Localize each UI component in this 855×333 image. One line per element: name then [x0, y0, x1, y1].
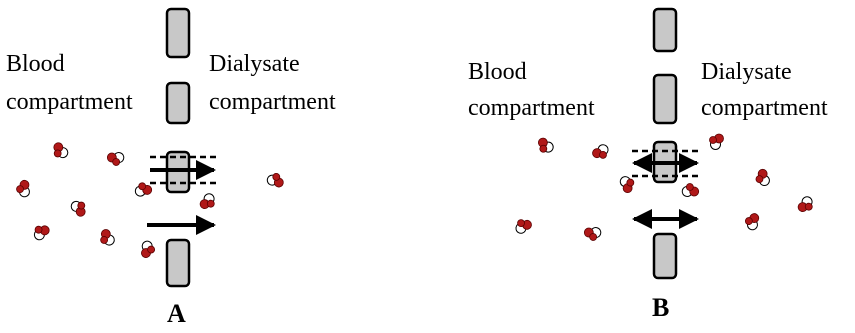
molecule-icon [619, 176, 635, 194]
panel-b-blood-label-line1: Blood [468, 59, 527, 85]
molecule-icon [70, 200, 86, 217]
molecule-icon [709, 133, 724, 150]
molecule-icon [16, 179, 30, 198]
molecule-icon [33, 225, 50, 241]
molecule-icon [592, 144, 609, 159]
panel-b-dialysate-label-line2: compartment [701, 95, 828, 121]
panel-a-dialysate-label-line2: compartment [209, 89, 336, 115]
membrane-segment-b-top [652, 7, 678, 53]
molecule-icon [266, 172, 284, 188]
molecule-icon [583, 227, 602, 241]
membrane-segment-b-mid [652, 73, 678, 125]
panel-b-blood-label-line2: compartment [468, 95, 595, 121]
molecule-icon [755, 168, 770, 187]
molecule-icon [537, 137, 554, 153]
panel-b-dialysate-label-line1: Dialysate [701, 59, 792, 85]
molecule-icon [199, 193, 215, 210]
membrane-segment-a-top [165, 7, 191, 59]
panel-a-blood-label-line2: compartment [6, 89, 133, 115]
molecule-icon [106, 152, 125, 166]
panel-a-letter: A [167, 299, 186, 328]
molecule-icon [515, 219, 532, 234]
membrane-segment-a-mid [165, 81, 191, 125]
molecule-icon [797, 196, 813, 213]
molecule-icon [744, 213, 760, 231]
panel-b-letter: B [652, 293, 670, 322]
membrane-segment-b-bottom [652, 232, 678, 280]
molecule-icon [53, 142, 69, 159]
panel-a-blood-label-line1: Blood [6, 51, 65, 77]
molecule-icon [100, 229, 115, 246]
panel-a-dialysate-label-line1: Dialysate [209, 51, 300, 77]
molecule-icon [141, 240, 156, 258]
molecule-icon [681, 183, 700, 197]
membrane-segment-a-bottom [165, 238, 191, 288]
molecule-icon [134, 182, 153, 197]
